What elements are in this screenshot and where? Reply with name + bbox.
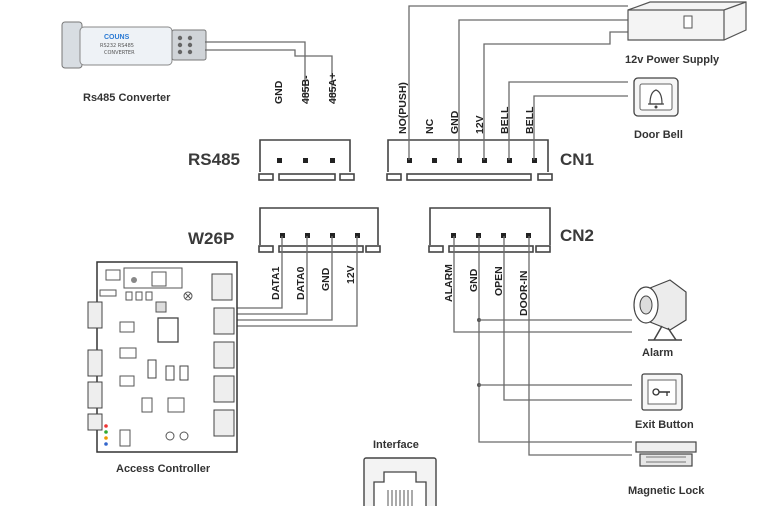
access-controller-label: Access Controller [116,463,211,475]
cn1-pin-12v: 12V [474,115,486,134]
rs485-title: RS485 [188,150,240,169]
magnetic-lock-device [635,441,697,467]
cn1-connector: NO(PUSH) NC GND 12V BELL BELL CN1 [386,82,594,181]
access-controller-board [87,261,238,453]
rs485-connector: GND 485B- 485A+ RS485 [188,73,355,181]
w26p-pin-data1: DATA1 [270,266,282,300]
converter-text-1: RS232 RS485 [100,43,134,49]
cn2-pin-open: OPEN [493,266,505,296]
cn2-title: CN2 [560,226,594,245]
w26p-pin-gnd: GND [320,267,332,291]
cn1-pin-gnd: GND [449,110,461,134]
alarm-device [633,279,687,341]
rs485-pin-485b: 485B- [300,75,312,104]
exit-button-device [641,373,683,411]
w26p-connector: W26P DATA1 DATA0 GND 12V [188,207,381,300]
w26p-pin-data0: DATA0 [295,266,307,300]
cn2-pin-door-in: DOOR-IN [518,271,530,317]
cn1-pin-bell-1: BELL [499,106,511,134]
rs485-converter-device: COUNS RS232 RS485 CONVERTER [61,21,207,69]
magnetic-lock-label: Magnetic Lock [628,485,705,497]
w26p-pin-12v: 12V [345,265,357,284]
power-supply-label: 12v Power Supply [625,54,720,66]
cn1-pin-bell-2: BELL [524,106,536,134]
cn1-title: CN1 [560,150,594,169]
interface-label: Interface [373,439,419,451]
rs485-converter-label: Rs485 Converter [83,92,171,104]
cn1-pin-nc: NC [424,118,436,134]
rs485-pin-485a: 485A+ [327,73,339,104]
rs485-pin-gnd: GND [273,80,285,104]
cn2-pin-gnd: GND [468,268,480,292]
alarm-label: Alarm [642,347,673,359]
converter-text-2: CONVERTER [104,50,135,56]
w26p-title: W26P [188,229,234,248]
rj45-interface-icon [363,457,437,506]
cn1-pin-no-push: NO(PUSH) [397,82,409,134]
cn2-connector: CN2 ALARM GND OPEN DOOR-IN [428,207,594,317]
cn2-pin-alarm: ALARM [443,264,455,302]
power-supply-device [627,1,747,41]
door-bell-label: Door Bell [634,129,683,141]
converter-brand: COUNS [104,34,130,41]
door-bell-device [633,77,679,117]
exit-button-label: Exit Button [635,419,694,431]
